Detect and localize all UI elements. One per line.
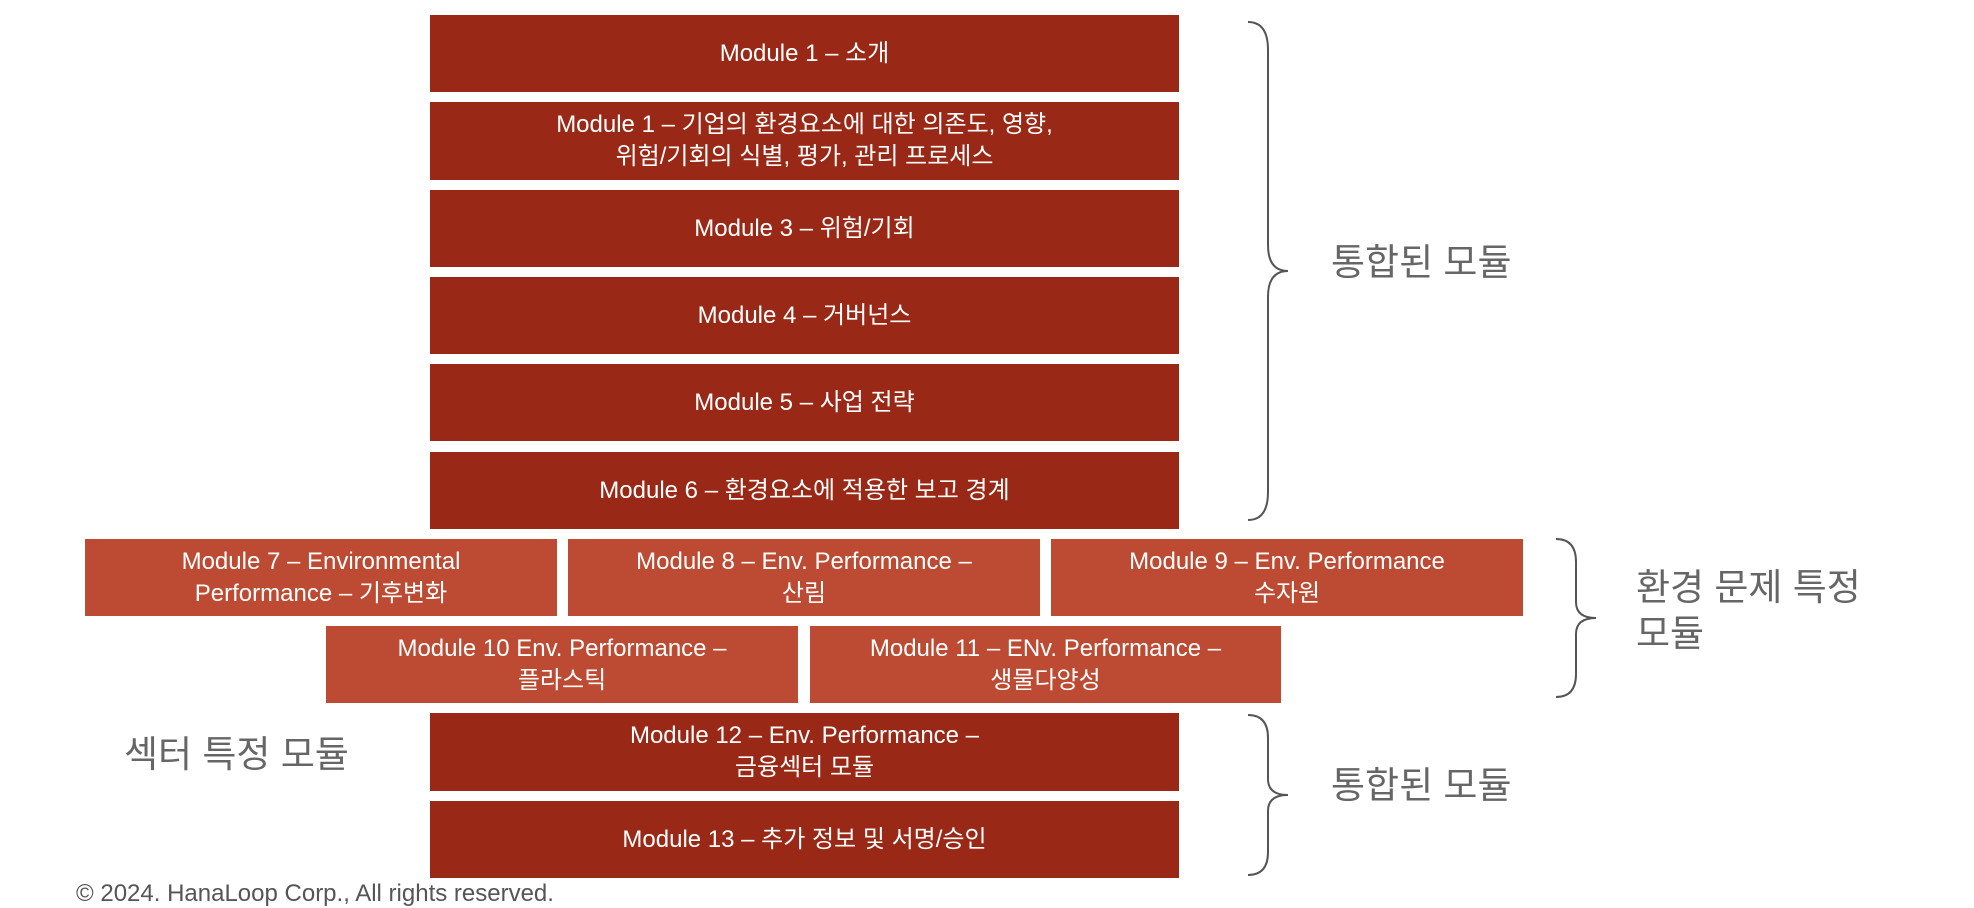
module-7-climate: Module 7 – Environmental Performance – 기… (85, 539, 557, 616)
module-4-governance: Module 4 – 거버넌스 (430, 277, 1179, 354)
module-11-biodiversity: Module 11 – ENv. Performance – 생물다양성 (810, 626, 1281, 703)
label-sector-specific: 섹터 특정 모듈 (124, 734, 349, 775)
module-12-financial: Module 12 – Env. Performance – 금융섹터 모듈 (430, 713, 1179, 791)
label-integrated-bottom: 통합된 모듈 (1331, 765, 1512, 806)
module-13-additional: Module 13 – 추가 정보 및 서명/승인 (430, 801, 1179, 878)
module-8-forest: Module 8 – Env. Performance – 산림 (568, 539, 1040, 616)
module-5-strategy: Module 5 – 사업 전략 (430, 364, 1179, 441)
module-2-process: Module 1 – 기업의 환경요소에 대한 의존도, 영향, 위험/기회의 … (430, 102, 1179, 180)
module-6-boundary: Module 6 – 환경요소에 적용한 보고 경계 (430, 452, 1179, 529)
module-1-intro: Module 1 – 소개 (430, 15, 1179, 92)
module-10-plastic: Module 10 Env. Performance – 플라스틱 (326, 626, 798, 703)
module-9-water: Module 9 – Env. Performance 수자원 (1051, 539, 1523, 616)
brace-integrated-top (1247, 21, 1289, 521)
copyright: © 2024. HanaLoop Corp., All rights reser… (76, 880, 554, 907)
label-integrated-top: 통합된 모듈 (1331, 242, 1512, 283)
module-3-risk: Module 3 – 위험/기회 (430, 190, 1179, 267)
brace-integrated-bottom (1247, 714, 1289, 876)
brace-env-specific (1555, 538, 1597, 698)
label-env-specific: 환경 문제 특정 모듈 (1636, 567, 1861, 654)
